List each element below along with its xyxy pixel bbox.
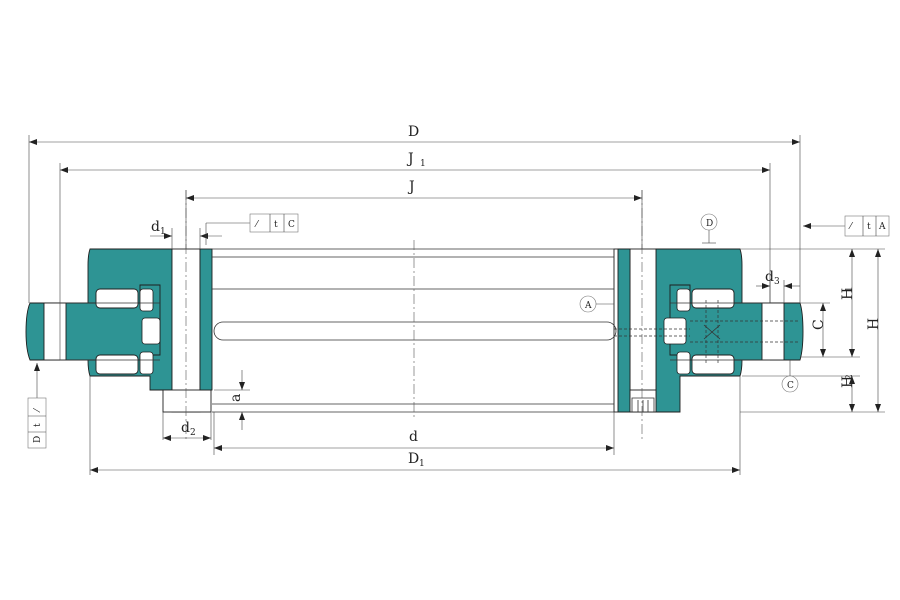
datum-C-label: C (787, 381, 794, 391)
dim-d-label: d (409, 429, 418, 445)
dim-H1-sub: 1 (845, 286, 855, 292)
svg-text:⁄: ⁄ (848, 222, 854, 232)
dim-H1-label: H (840, 288, 856, 300)
datums: D A C (579, 213, 799, 393)
datum-D-label: D (706, 219, 713, 229)
dim-J1-sub: 1 (420, 159, 426, 169)
svg-text:⁄: ⁄ (254, 220, 260, 230)
dim-C-label: C (811, 319, 827, 330)
dim-D1-label: D (408, 451, 419, 467)
dimensions: D J 1 J d 1 d 2 d D 1 d 3 a (28, 124, 885, 475)
bolt-counterbore-left (162, 389, 212, 413)
dim-d1-sub: 1 (160, 227, 166, 237)
dim-a-label: a (228, 394, 244, 402)
roller-right-upper (691, 288, 735, 309)
tolerance-frame-left: ⁄ t D (27, 363, 47, 449)
seal-left-upper (139, 288, 154, 312)
seal-right-upper (676, 288, 691, 312)
roller-left-upper (95, 288, 139, 309)
svg-text:C: C (288, 220, 295, 230)
spacer-right (663, 317, 687, 345)
bearing-section (25, 190, 804, 440)
svg-text:t: t (867, 222, 871, 232)
svg-text:A: A (878, 222, 886, 232)
svg-text:⁄: ⁄ (33, 407, 43, 413)
dim-H2-label: H (840, 376, 856, 388)
dim-d1-label: d (151, 219, 160, 235)
dim-d3-sub: 3 (774, 277, 780, 287)
dim-d2-sub: 2 (190, 428, 196, 438)
dim-D-label: D (408, 124, 419, 140)
dim-d3-label: d (765, 269, 774, 285)
datum-A-label: A (584, 301, 592, 311)
tolerance-frame-top-middle: ⁄ t C (205, 213, 299, 245)
seal-left-lower (139, 351, 154, 375)
svg-text:t: t (274, 220, 278, 230)
spacer-left (141, 317, 161, 345)
svg-text:t: t (33, 423, 43, 427)
seal-right-lower (676, 351, 691, 375)
roller-left-lower (95, 354, 139, 375)
dim-J-label: J (407, 179, 415, 195)
tolerance-frame-top-right: ⁄ t A (803, 215, 890, 237)
dim-H-label: H (866, 318, 882, 330)
dim-H2-sub: 2 (845, 374, 855, 380)
dim-D1-sub: 1 (419, 459, 425, 469)
roller-right-lower (691, 354, 735, 375)
dim-J1-label: J (406, 151, 414, 167)
dim-d2-label: d (181, 420, 190, 436)
svg-text:D: D (33, 436, 43, 443)
